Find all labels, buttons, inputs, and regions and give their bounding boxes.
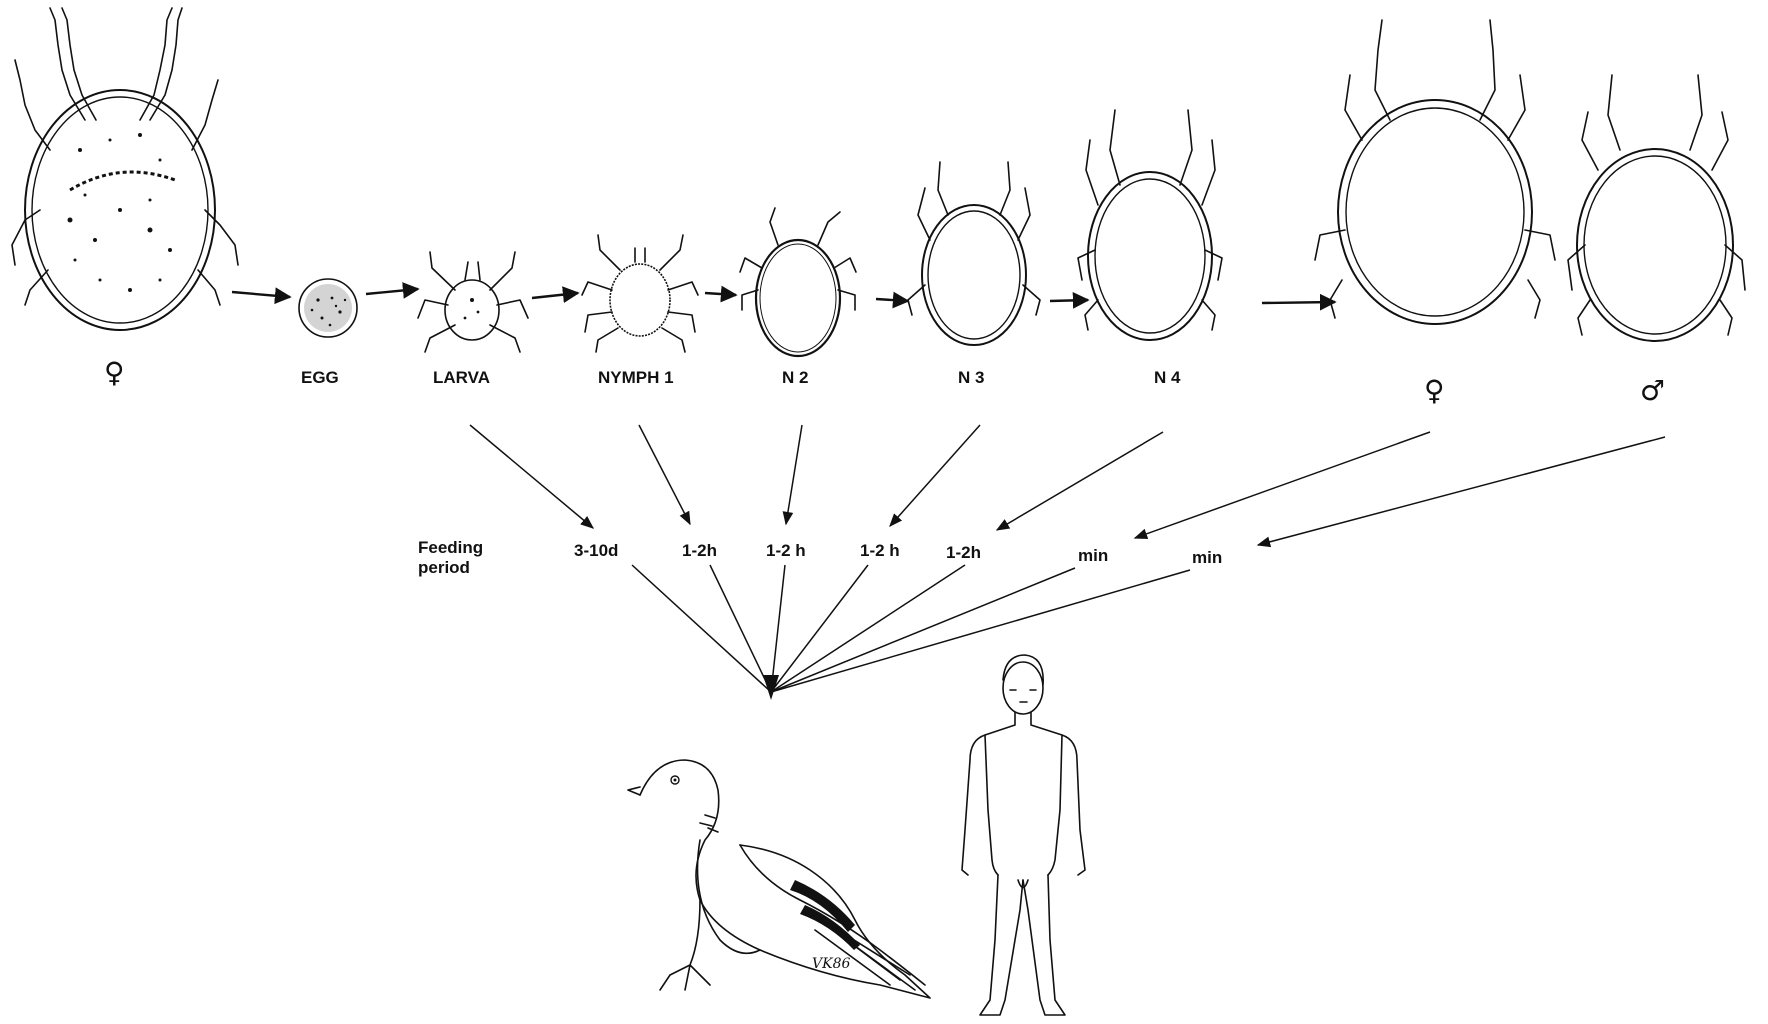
larva-label: LARVA [433, 368, 490, 387]
feeding-label-line1: Feeding [418, 538, 483, 557]
stage-arrows [232, 289, 1335, 303]
artist-signature: VK86 [812, 956, 850, 972]
nymph1-drawing [582, 235, 698, 352]
n3-label: N 3 [958, 368, 984, 387]
feeding-n3: 1-2 h [860, 541, 900, 560]
engorged-female-mite [12, 8, 238, 330]
adult-male-symbol: ♂ [1640, 374, 1665, 407]
n4-label: N 4 [1154, 368, 1181, 387]
feeding-arrows [470, 425, 1665, 545]
feeding-male: min [1192, 548, 1222, 567]
nymph1-label: NYMPH 1 [598, 368, 674, 387]
feeding-n2: 1-2 h [766, 541, 806, 560]
n4-drawing [1078, 110, 1222, 340]
n2-drawing [740, 208, 856, 356]
adult-male-drawing [1568, 75, 1745, 341]
feeding-n4: 1-2h [946, 543, 981, 562]
egg-label: EGG [301, 368, 339, 387]
human-drawing [962, 655, 1085, 1015]
feeding-nymph1: 1-2h [682, 541, 717, 560]
feeding-larva: 3-10d [574, 541, 618, 560]
larva-drawing [418, 252, 528, 352]
feeding-female: min [1078, 546, 1108, 565]
n2-label: N 2 [782, 368, 808, 387]
adult-female-symbol: ♀ [104, 356, 125, 389]
adult-female-drawing [1315, 20, 1555, 324]
host-converging-lines [632, 565, 1190, 700]
n3-drawing [908, 162, 1040, 345]
adult-female-symbol-right: ♀ [1424, 374, 1445, 407]
pigeon-drawing: VK86 [628, 760, 930, 998]
egg-drawing [299, 279, 357, 337]
feeding-label-line2: period [418, 558, 470, 577]
